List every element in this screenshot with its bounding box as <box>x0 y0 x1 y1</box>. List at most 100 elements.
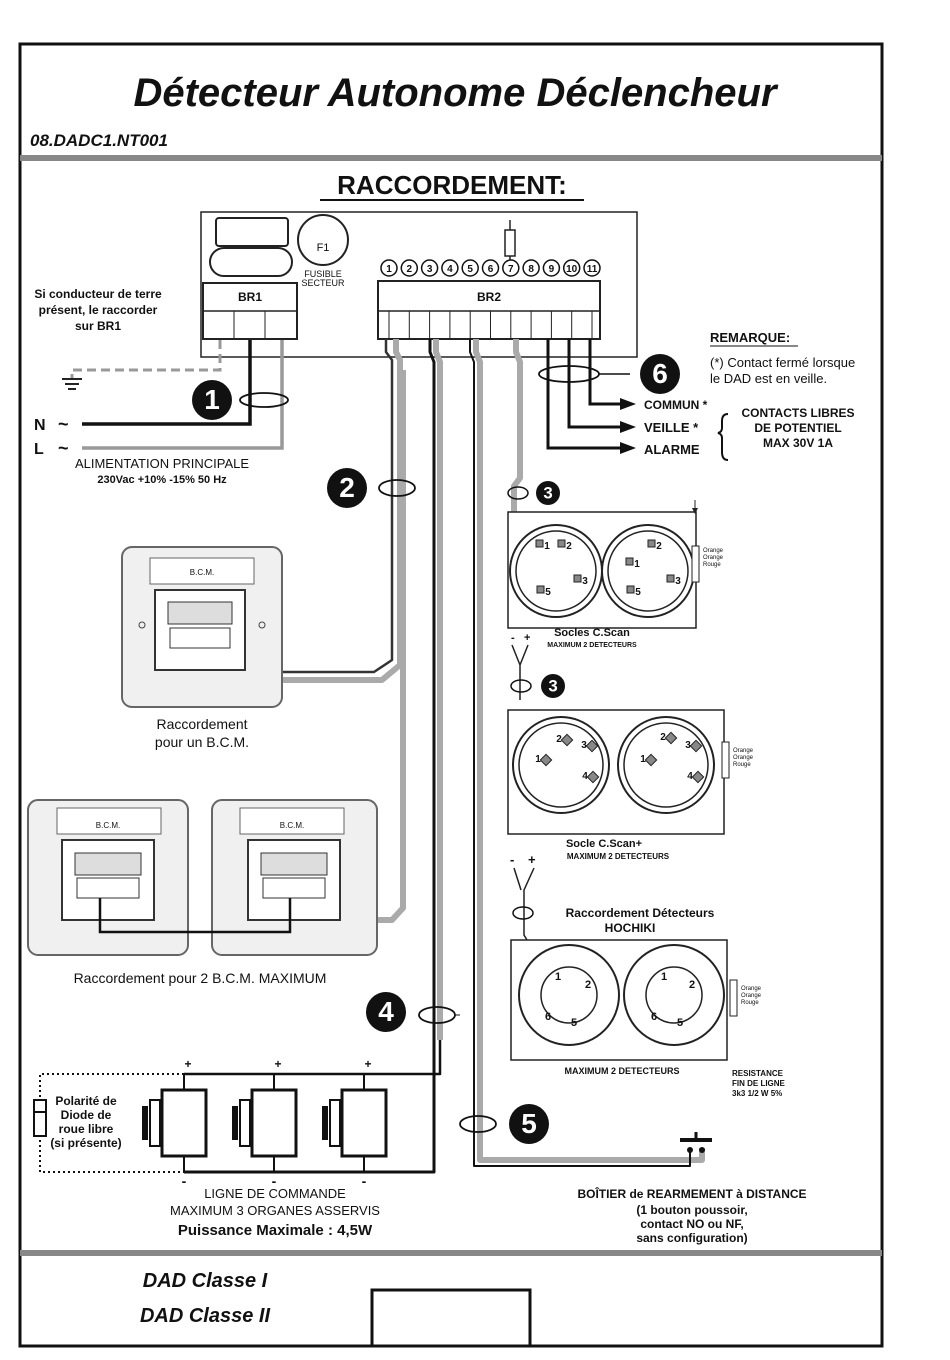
module-capacitor <box>209 247 293 277</box>
br1-label: BR1 <box>238 290 262 304</box>
mains-spec: 230Vac +10% -15% 50 Hz <box>97 474 227 486</box>
cable-ring-2 <box>378 479 416 497</box>
actuator-plus: + <box>274 1057 281 1071</box>
reset-cable-gray <box>473 339 705 1163</box>
terminal-circle <box>522 259 540 277</box>
hochiki-terminal: 2 <box>585 979 591 991</box>
callout-number: 5 <box>521 1108 537 1139</box>
terminal-number: 7 <box>508 264 514 275</box>
cscanplus-terminal: 1 <box>535 754 541 765</box>
neutral-wire <box>82 340 252 426</box>
cscan-resistor-color-2: Orange <box>703 555 724 561</box>
reset-cable-black <box>469 339 691 1167</box>
cscan-terminal: 1 <box>544 541 550 552</box>
cscanplus-plus: + <box>524 632 530 644</box>
terminal-number: 2 <box>407 264 413 275</box>
alarme-wire <box>546 339 620 450</box>
mains-title: ALIMENTATION PRINCIPALE <box>75 456 249 471</box>
hochiki-terminal: 2 <box>689 979 695 991</box>
terminal-number: 11 <box>587 264 598 275</box>
class-1-label: DAD Classe I <box>143 1270 268 1292</box>
br2-connector <box>377 280 601 340</box>
diode-note-3: roue libre <box>59 1122 114 1136</box>
bcm-double-left-box: B.C.M. <box>27 799 189 956</box>
command-line-power: Puissance Maximale : 4,5W <box>178 1222 373 1239</box>
actuator-body <box>250 1088 298 1158</box>
veille-label: VEILLE * <box>644 420 699 435</box>
fuse-label: F1 <box>317 242 330 254</box>
commun-arrow-icon <box>620 398 636 410</box>
cscanplus-caption: Socle C.Scan+ <box>566 838 642 850</box>
terminal-number: 5 <box>467 264 473 275</box>
alarme-label: ALARME <box>644 442 700 457</box>
alarme-arrow-icon <box>620 442 636 454</box>
hochiki-terminal: 5 <box>571 1017 577 1029</box>
cable-ring-3a <box>507 486 529 500</box>
bcm-double-right-box: B.C.M. <box>211 799 378 956</box>
callout-marker <box>366 992 406 1032</box>
commun-label: COMMUN * <box>644 398 708 412</box>
contacts-caption-1: CONTACTS LIBRES <box>741 406 854 420</box>
earth-note-line-2: présent, le raccorder <box>39 303 158 317</box>
hochiki-minus: - <box>510 852 514 867</box>
terminal-number: 9 <box>549 264 555 275</box>
cscan-terminal: 2 <box>566 541 572 552</box>
earth-wire <box>70 340 222 378</box>
reset-title: BOÎTIER de REARMEMENT à DISTANCE <box>577 1186 806 1201</box>
terminal-number: 6 <box>488 264 494 275</box>
hochiki-terminal: 5 <box>677 1017 683 1029</box>
callout-number: 1 <box>204 384 220 415</box>
phase-wire <box>82 340 284 450</box>
callout-marker <box>192 380 232 420</box>
document-title: Détecteur Autonome Déclencheur <box>133 71 779 115</box>
actuator-minus: - <box>182 1173 187 1189</box>
callout-number: 3 <box>548 676 557 695</box>
terminal-circle <box>441 259 459 277</box>
cscan-terminal: 5 <box>545 587 551 598</box>
bcm-link-wire <box>98 898 292 934</box>
terminal-number: 4 <box>447 264 453 275</box>
resistance-note-1: RESISTANCE <box>732 1069 784 1078</box>
bcm-double-caption: Raccordement pour 2 B.C.M. MAXIMUM <box>74 970 327 986</box>
cscanplus-terminal: 1 <box>640 754 646 765</box>
callout-marker <box>327 468 367 508</box>
cscanplus-terminal: 3 <box>685 740 691 751</box>
resistance-note-2: FIN DE LIGNE <box>732 1079 786 1088</box>
cscanplus-terminal: 2 <box>556 734 562 745</box>
cable-ring-3b <box>510 679 532 693</box>
cscan-resistor-color-1: Orange <box>703 548 724 554</box>
terminal-circle <box>481 259 500 277</box>
callout-number: 6 <box>652 358 668 389</box>
document-reference: 08.DADC1.NT001 <box>30 131 168 150</box>
module-relay <box>215 217 289 247</box>
actuator-body <box>160 1088 208 1158</box>
cscanplus-resistor-color-3: Rouge <box>733 762 751 768</box>
callout-number: 3 <box>543 483 552 502</box>
line-label: L <box>34 441 44 458</box>
cscanplus-resistor-color-2: Orange <box>733 755 754 761</box>
diode-note-4: (si présente) <box>50 1136 121 1150</box>
command-positive-wire <box>184 1040 442 1076</box>
detector-cable-gray <box>511 339 523 512</box>
contacts-caption-3: MAX 30V 1A <box>763 436 833 450</box>
command-negative-wire <box>184 339 436 1174</box>
remark-line-2: le DAD est en veille. <box>710 371 827 386</box>
veille-arrow-icon <box>620 421 636 433</box>
cscan-terminal: 3 <box>675 576 681 587</box>
terminal-number: 3 <box>427 264 433 275</box>
contacts-brace <box>717 413 729 461</box>
cscanplus-terminal: 2 <box>660 732 666 743</box>
cscan-caption: Socles C.Scan <box>554 627 630 639</box>
bcm-single-caption-2: pour un B.C.M. <box>155 734 249 750</box>
hochiki-max: MAXIMUM 2 DETECTEURS <box>564 1066 679 1076</box>
hochiki-plus: + <box>528 852 536 867</box>
callout-marker <box>640 354 680 394</box>
terminal-circle <box>542 259 561 277</box>
terminal-circle <box>400 259 419 277</box>
diode-note-2: Diode de <box>61 1108 112 1122</box>
hochiki-terminal: 1 <box>555 971 561 983</box>
line-tilde: ~ <box>58 438 69 458</box>
